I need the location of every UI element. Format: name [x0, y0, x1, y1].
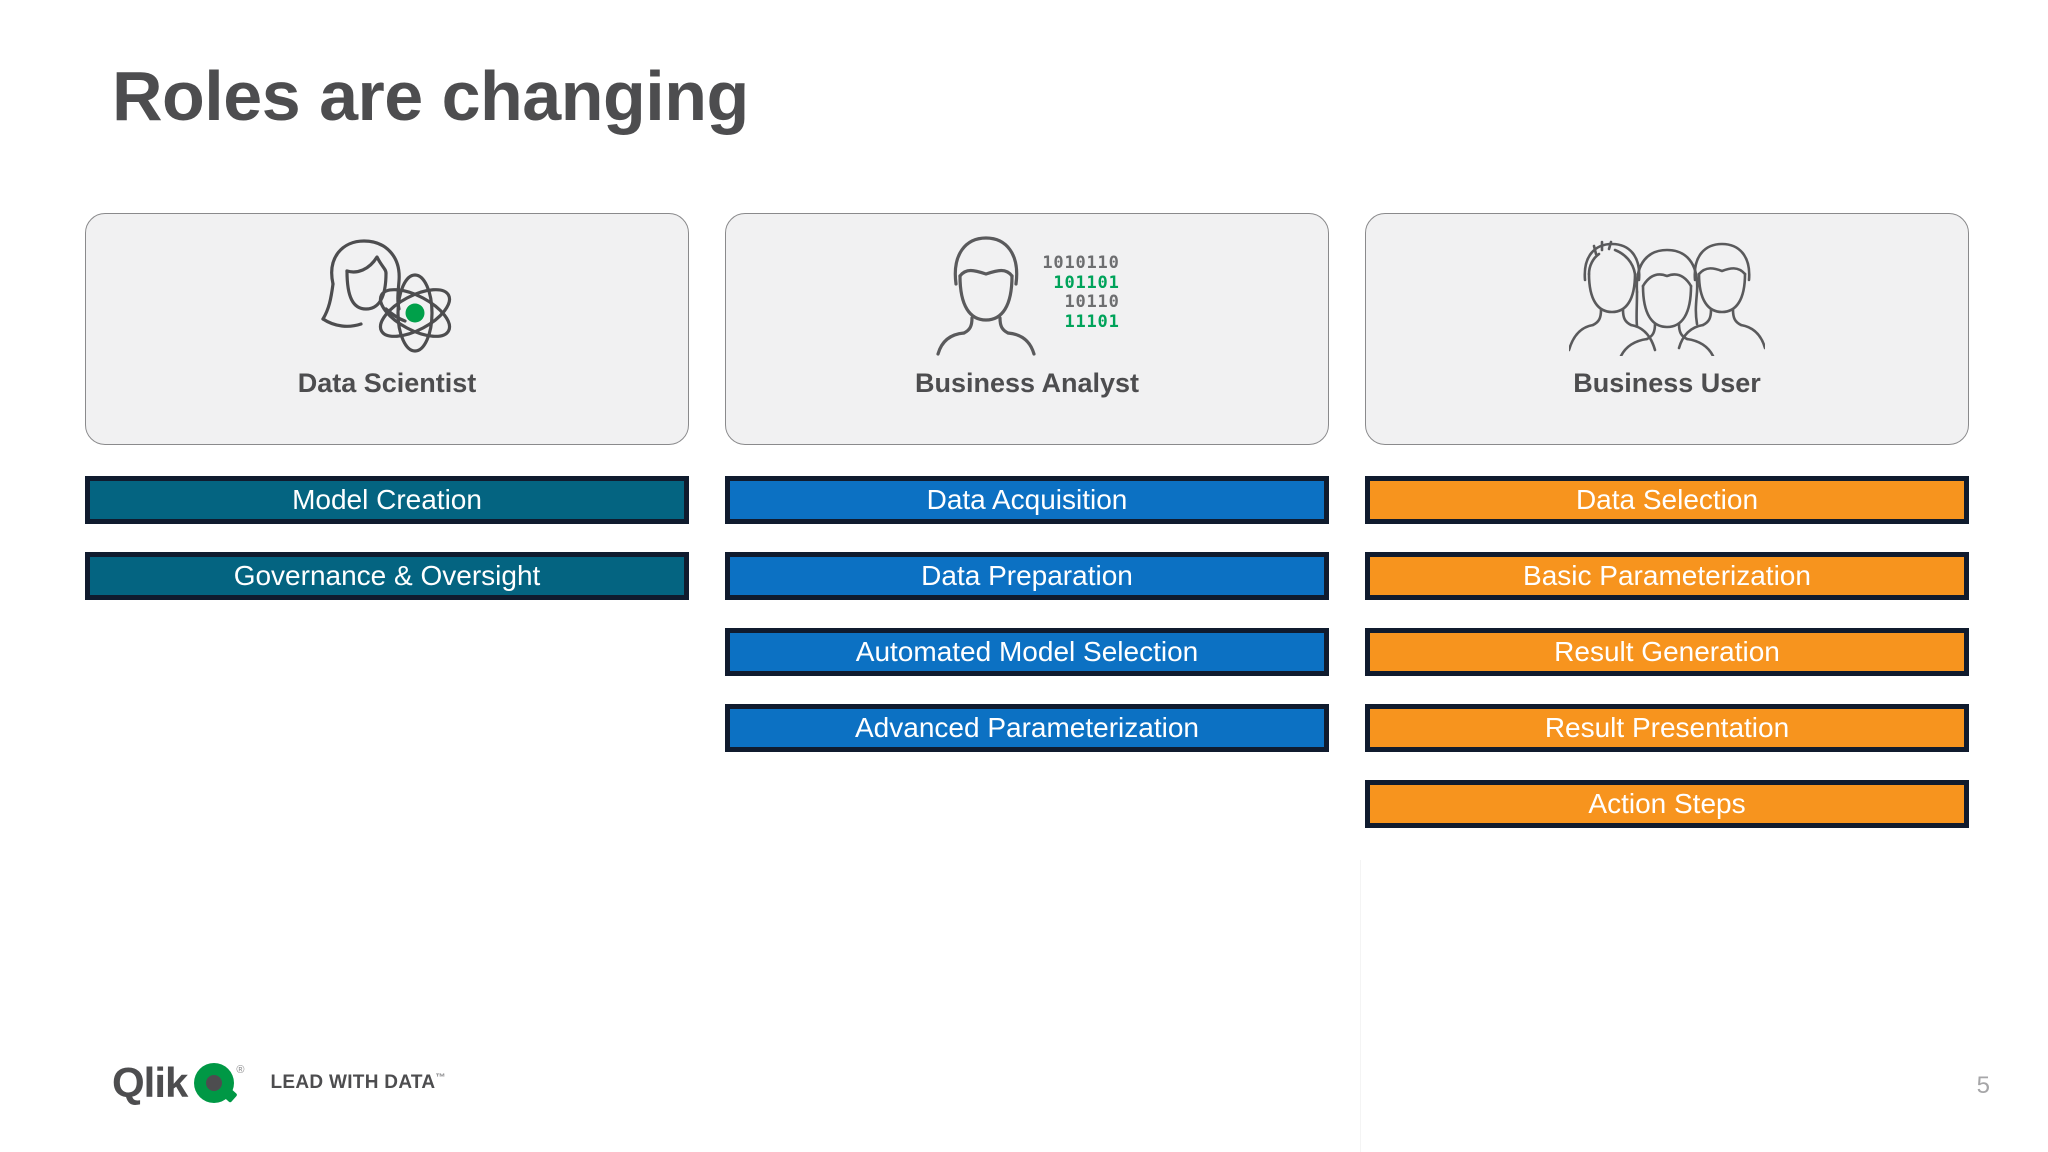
binary-line: 1010110 [1042, 253, 1120, 273]
task-bar[interactable]: Automated Model Selection [725, 628, 1329, 676]
task-bar[interactable]: Basic Parameterization [1365, 552, 1969, 600]
qlik-tagline: LEAD WITH DATA™ [270, 1072, 445, 1094]
role-label: Business Analyst [914, 368, 1140, 398]
role-column-business-user: Business User Data Selection Basic Param… [1365, 213, 1969, 828]
vertical-guide-line [1360, 860, 1361, 1152]
qlik-logo: Qlik ® LEAD WITH DATA™ [112, 1062, 446, 1104]
role-label: Business User [1573, 368, 1761, 398]
task-bar[interactable]: Advanced Parameterization [725, 704, 1329, 752]
tagline-trademark-symbol: ™ [435, 1072, 446, 1084]
qlik-tagline-text: LEAD WITH DATA [270, 1072, 436, 1093]
group-of-people-icon [1569, 226, 1765, 358]
female-scientist-atom-icon [287, 226, 487, 358]
male-analyst-binary-icon: 1010110 101101 10110 11101 [934, 226, 1119, 358]
task-bar[interactable]: Governance & Oversight [85, 552, 689, 600]
role-card-business-user[interactable]: Business User [1365, 213, 1969, 445]
task-bar-list-business-analyst: Data Acquisition Data Preparation Automa… [725, 476, 1329, 752]
binary-line: 10110 [1064, 292, 1120, 313]
role-card-data-scientist[interactable]: Data Scientist [85, 213, 689, 445]
task-bar[interactable]: Data Preparation [725, 552, 1329, 600]
qlik-q-mark-icon [194, 1063, 239, 1103]
role-card-business-analyst[interactable]: 1010110 101101 10110 11101 Business Anal… [725, 213, 1329, 445]
binary-line: 101101 [1053, 272, 1120, 293]
task-bar[interactable]: Action Steps [1365, 780, 1969, 828]
registered-trademark-symbol: ® [236, 1064, 245, 1076]
task-bar[interactable]: Data Selection [1365, 476, 1969, 524]
page-number: 5 [1976, 1072, 1990, 1099]
task-bar-list-data-scientist: Model Creation Governance & Oversight [85, 476, 689, 600]
task-bar[interactable]: Data Acquisition [725, 476, 1329, 524]
role-column-data-scientist: Data Scientist Model Creation Governance… [85, 213, 689, 600]
task-bar[interactable]: Model Creation [85, 476, 689, 524]
binary-digits-block: 1010110 101101 10110 11101 [1042, 253, 1120, 333]
task-bar-list-business-user: Data Selection Basic Parameterization Re… [1365, 476, 1969, 828]
role-column-business-analyst: 1010110 101101 10110 11101 Business Anal… [725, 213, 1329, 752]
binary-line: 11101 [1064, 312, 1120, 333]
qlik-wordmark: Qlik [112, 1059, 188, 1106]
task-bar[interactable]: Result Presentation [1365, 704, 1969, 752]
role-label: Data Scientist [297, 368, 477, 398]
page-title: Roles are changing [112, 57, 749, 135]
task-bar[interactable]: Result Generation [1365, 628, 1969, 676]
